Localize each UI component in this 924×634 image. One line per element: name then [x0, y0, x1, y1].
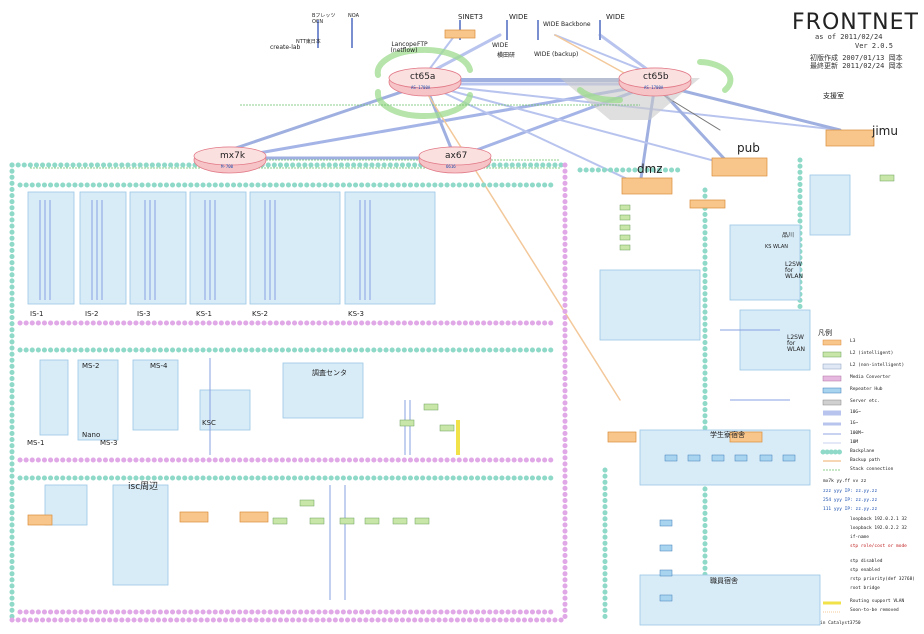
page-title: FRONTNET: [792, 10, 919, 35]
legend-samples: [820, 339, 844, 613]
noa-label: NOA: [348, 13, 360, 19]
upstream-lines: [317, 18, 601, 48]
created-note: 初版作成 2007/01/13 岡本: [810, 54, 903, 62]
area-frames: [9, 157, 803, 623]
subnet-panels: [27, 174, 851, 626]
legend-vlan-line: 111 yyy IP: zz.yy.zz: [823, 507, 878, 512]
legend-item: Media Converter: [850, 375, 891, 380]
segment-is3: IS-3: [137, 310, 151, 318]
lancope-label: Lancope (netflow): [390, 41, 418, 54]
legend-item: 10M: [850, 440, 859, 445]
legend-item: loopback 192.0.2.1 32: [850, 517, 907, 522]
wide-label-1: WIDE: [509, 13, 528, 21]
segment-dmz: dmz: [637, 162, 663, 176]
legend-item: stp role/cost or mode: [850, 544, 907, 549]
legend-item: Backup path: [850, 458, 880, 463]
legend-item: L2 (non-intelligent): [850, 363, 905, 368]
legend-item: L3: [850, 339, 856, 344]
router-ct65a-label: ct65a: [410, 72, 436, 82]
wide-backup-label: WIDE (backup): [534, 51, 579, 58]
segment-jimu: jimu: [872, 124, 898, 138]
segment-isc: isc周辺: [128, 482, 159, 492]
router-ct65a-sub: AS-1700A: [411, 85, 431, 90]
legend-item: L2 (intelligent): [850, 351, 894, 356]
yokota-label: 横田研: [497, 52, 516, 59]
wide-backbone-label: WIDE Backbone: [543, 21, 591, 28]
segment-nano: Nano: [82, 431, 101, 439]
wide-label-3: WIDE: [492, 42, 509, 49]
segment-shinagawa: 品川: [782, 232, 795, 239]
legend-item: Stack connection: [850, 467, 894, 472]
legend-item: Repeater Hub: [850, 387, 883, 392]
legend-item: loopback 192.0.2.2 32: [850, 526, 907, 531]
segment-is1: IS-1: [30, 310, 44, 318]
legend-item: rstp priority(def 32768): [850, 577, 916, 582]
legend-item: 100M~: [850, 431, 864, 436]
updated-note: 最終更新 2011/02/24 岡本: [810, 62, 903, 70]
access-lines: [39, 200, 790, 600]
legend-item: 1G~: [850, 421, 859, 426]
segment-ks3: KS-3: [348, 310, 365, 318]
segment-gakusei: 学生寮宿舎: [710, 431, 745, 439]
segment-chousa: 調査センタ: [312, 369, 347, 377]
ftp-label: FTP: [417, 41, 428, 48]
legend-item: stp disabled: [850, 559, 883, 564]
legend-item: 10G~: [850, 410, 861, 415]
legend-item: Backplane: [850, 449, 875, 454]
legend-vlan-line: zzz yyy IP: zz.yy.zz: [823, 489, 878, 494]
segment-l2sw-wlan-1: L2SW for WLAN: [785, 261, 804, 280]
router-ellipses: [193, 67, 692, 174]
segment-pub: pub: [737, 141, 760, 155]
legend-item: if-name: [850, 535, 869, 540]
stack-halos: [374, 46, 734, 120]
wide-label-2: WIDE: [606, 13, 625, 21]
router-ax67-sub: 6616: [446, 164, 456, 169]
router-mx7k-label: mx7k: [220, 151, 246, 161]
legend-title: 凡例: [818, 329, 832, 337]
legend-item: stp enabled: [850, 568, 880, 573]
version: Ver 2.0.5: [855, 42, 893, 50]
legend-item: root bridge: [850, 586, 880, 591]
router-ct65b-sub: AS-1700A: [644, 85, 664, 90]
segment-shokuin: 職員宿舎: [710, 577, 738, 585]
as-of-date: as of 2011/02/24: [815, 33, 883, 41]
segment-ks1: KS-1: [196, 310, 213, 318]
create-lab-label: create-lab: [270, 44, 301, 51]
segment-ms2: MS-2: [82, 362, 100, 370]
ocn-label: OCN: [312, 19, 324, 25]
l2-devices: [272, 174, 895, 525]
segment-ks2: KS-2: [252, 310, 269, 318]
segment-ms3: MS-3: [100, 439, 118, 447]
segment-ksc: KSC: [202, 419, 216, 427]
segment-ms4: MS-4: [150, 362, 168, 370]
repeater-hubs: [659, 454, 796, 602]
segment-shien: 支援室: [823, 92, 844, 100]
legend-item: Server etc.: [850, 399, 880, 404]
legend-item: Routing support VLAN: [850, 599, 905, 604]
segment-ms1: MS-1: [27, 439, 45, 447]
router-ax67-label: ax67: [445, 151, 468, 161]
ntt-label: NTT東日本: [296, 39, 321, 45]
segment-is2: IS-2: [85, 310, 99, 318]
bflets-label: Bフレッツ: [312, 13, 336, 19]
router-mx7k-sub: M-700: [221, 164, 234, 169]
legend-vlan-line: 254 yyy IP: zz.yy.zz: [823, 498, 878, 503]
segment-ks-wlan: KS WLAN: [765, 244, 789, 250]
l3-switches: [27, 29, 875, 526]
router-ct65b-label: ct65b: [643, 72, 669, 82]
legend-footer: in Catalyst3750: [820, 621, 861, 626]
segment-l2sw-wlan-2: L2SW for WLAN: [787, 334, 806, 353]
sinet3-label: SINET3: [458, 13, 483, 21]
legend-mx7k-line: mx7k yy.ff vv zz: [823, 479, 867, 484]
legend-item: Soon-to-be removed: [850, 608, 899, 613]
